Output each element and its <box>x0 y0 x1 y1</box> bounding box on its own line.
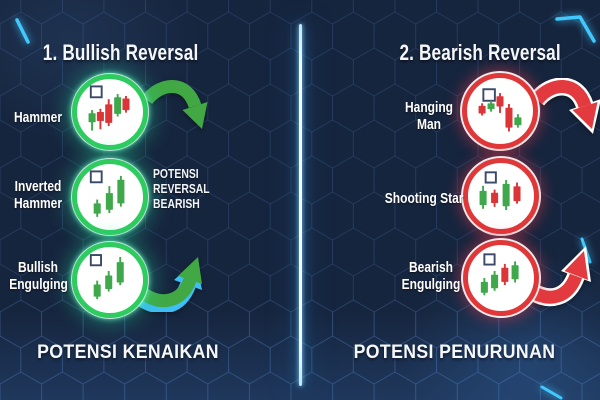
neon-accent-top-right-icon <box>555 15 596 43</box>
left-note-text: POTENSI REVERSAL BEARISH <box>153 166 210 212</box>
left-section-title: 1. Bullish Reversal <box>42 40 199 65</box>
inverted-hammer-pattern-circle <box>72 159 148 235</box>
hanging-man-candlestick-chart <box>478 88 522 132</box>
bearish-engulfing-pattern-circle <box>463 240 539 316</box>
label-bullish-engulfing: Bullish Engulging <box>9 259 68 293</box>
label-bearish-engulfing: Bearish Engulging <box>401 259 461 293</box>
left-footer-text: POTENSI KENAIKAN <box>37 342 219 363</box>
bullish-engulfing-candlestick-chart <box>89 254 124 300</box>
right-section-title: 2. Bearish Reversal <box>399 40 561 65</box>
bullish-down-curve-arrow-icon <box>143 80 208 129</box>
label-inverted-hammer: Inverted Hammer <box>13 178 63 212</box>
neon-accent-bottom-right-icon <box>540 385 563 400</box>
label-shooting-star: Shooting Star <box>384 190 464 207</box>
shooting-star-candlestick-chart <box>479 171 521 211</box>
hammer-candlestick-chart <box>88 85 130 131</box>
label-hammer: Hammer <box>13 109 63 126</box>
bullish-engulfing-pattern-circle <box>72 242 148 318</box>
shooting-star-pattern-circle <box>463 158 539 234</box>
bullish-up-curve-arrow-icon <box>138 257 202 312</box>
right-footer-text: POTENSI PENURUNAN <box>353 342 556 363</box>
bearish-down-curve-arrow-icon <box>533 78 600 134</box>
bearish-up-curve-arrow-icon <box>528 246 591 307</box>
hanging-man-pattern-circle <box>462 73 538 149</box>
neon-accent-top-left-icon <box>15 18 30 44</box>
bearish-engulfing-candlestick-chart <box>480 253 519 296</box>
center-divider <box>299 24 302 386</box>
inverted-hammer-candlestick-chart <box>89 170 125 217</box>
label-hanging-man: Hanging Man <box>405 99 453 133</box>
hammer-pattern-circle <box>72 74 148 150</box>
